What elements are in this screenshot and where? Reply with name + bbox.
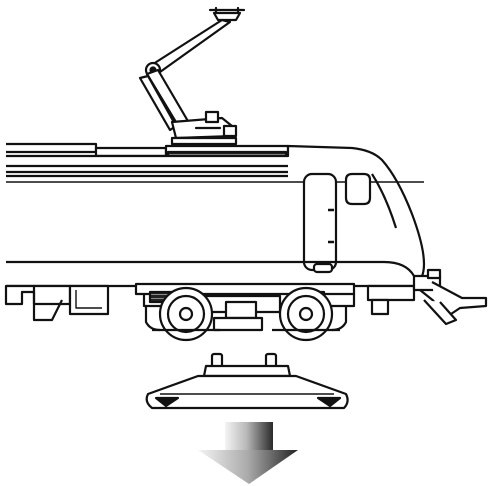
down-arrow-icon xyxy=(198,422,298,484)
traction-tire-plate-icon xyxy=(145,352,349,410)
pantograph-icon xyxy=(138,6,246,146)
coupler-icon xyxy=(366,268,488,326)
bogie-icon xyxy=(134,282,356,342)
locomotive-body-icon xyxy=(4,142,426,322)
